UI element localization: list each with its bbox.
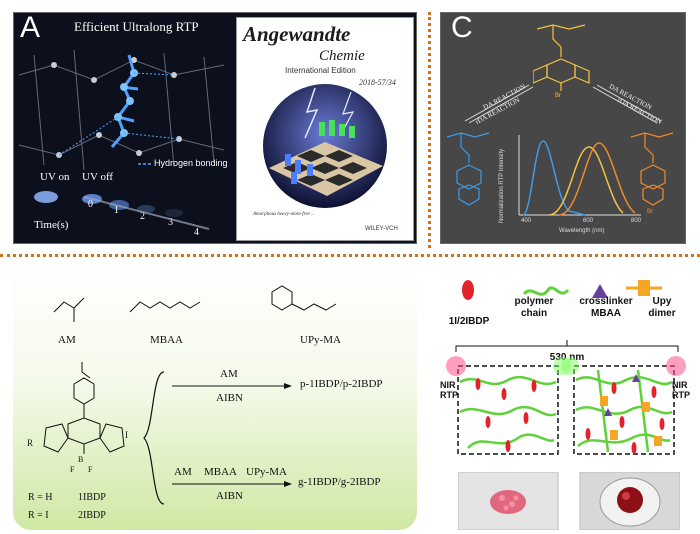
chain-legend-icon [522, 286, 570, 296]
svg-text:R: R [27, 438, 33, 448]
cover-chessboard-illustration [263, 84, 387, 208]
nir-rtp-right: NIR RTP [672, 380, 690, 400]
svg-text:B: B [78, 455, 83, 464]
reaction-arrows [464, 84, 662, 124]
journal-issue: 2018-57/34 [359, 78, 396, 87]
monomer-upy-ma: UPy-MA [300, 334, 341, 346]
horizontal-divider [0, 254, 700, 257]
product-bottom: g-1IBDP/g-2IBDP [298, 476, 381, 488]
initiator-top: AIBN [216, 392, 243, 404]
svg-text:I: I [125, 430, 128, 440]
monomer-mbaa: MBAA [150, 334, 184, 346]
sample-photos [458, 472, 680, 530]
wavelength-label: 530 nm [549, 352, 585, 363]
publisher-label: WILEY-VCH [365, 226, 398, 232]
time-tick-1: 1 [114, 205, 119, 216]
legend-dimer: Upy dimer [648, 296, 676, 319]
crosslinker-legend-icon [592, 284, 608, 298]
journal-title: Angewandte [243, 22, 351, 46]
bodipy-structure: R I B F F [27, 362, 128, 474]
orange-adduct-structure: Br [630, 132, 674, 213]
legend-dye: 1I/2IBDP [448, 316, 490, 327]
x-tick-600: 600 [583, 218, 594, 224]
panel-c-letter: C [451, 12, 473, 44]
journal-edition: International Edition [285, 66, 356, 75]
legend-icons [462, 280, 662, 300]
blue-spectrum-curve [522, 140, 586, 216]
linear-polymer-box [457, 365, 559, 455]
blue-adduct-structure [446, 132, 490, 206]
reagent-bottom-upy-ma: UPy-MA [246, 466, 287, 478]
emission-spectra-plot [518, 135, 641, 216]
hydrogen-bond-label: Hydrogen bonding [154, 158, 228, 168]
x-tick-400: 400 [521, 218, 532, 224]
reaction-arrow-bottom [172, 481, 292, 487]
nir-glow-left [446, 356, 466, 376]
panel-a-title: Efficient Ultralong RTP [74, 19, 199, 34]
journal-subtitle: Chemie [319, 48, 365, 64]
yellow-spectrum-curve [548, 146, 624, 216]
panel-c: C Br DA REACTION rDA REACTION DA REACTIO… [440, 12, 686, 244]
nir-glow-right [666, 356, 686, 376]
reagent-bottom-mbaa: MBAA [204, 466, 238, 478]
r-name-2: 2IBDP [78, 510, 106, 521]
cover-caption: Amorphous heavy-atom-free ... [253, 212, 315, 217]
panel-b-scheme-box [13, 264, 417, 530]
polymer-network-illustration [446, 356, 686, 455]
x-tick-800: 800 [631, 218, 642, 224]
dye-legend-icon [462, 280, 474, 300]
journal-cover: Angewandte Chemie International Edition … [236, 17, 414, 241]
time-tick-4: 4 [194, 227, 199, 238]
r-name-1: 1IBDP [78, 492, 106, 503]
legend-chain: polymer chain [514, 296, 554, 319]
yellow-anthracene-polymer-structure: Br [533, 24, 590, 99]
orange-spectrum-curve [558, 142, 636, 216]
excitation-glow-right [561, 357, 579, 375]
product-top: p-1IBDP/p-2IBDP [300, 378, 383, 390]
reaction-brace [143, 371, 165, 505]
reagent-top: AM [220, 368, 238, 380]
r-def-2: R = I [28, 510, 49, 521]
reagent-bottom-am: AM [174, 466, 192, 478]
crystal-structure-illustration [18, 49, 225, 171]
dimer-legend-icon [638, 280, 650, 296]
uv-off-label: UV off [82, 171, 114, 183]
time-axis-label: Time(s) [34, 219, 69, 231]
initiator-bottom: AIBN [216, 490, 243, 502]
svg-text:F: F [70, 465, 75, 474]
r-def-1: R = H [28, 492, 53, 503]
svg-text:Br: Br [555, 93, 561, 99]
svg-text:F: F [88, 465, 93, 474]
time-arrow [84, 196, 210, 230]
reaction-arrow-top [172, 383, 292, 389]
monomer-am: AM [58, 334, 76, 346]
uv-on-label: UV on [40, 171, 70, 183]
time-tick-0: 0 [88, 199, 93, 210]
time-tick-3: 3 [168, 217, 173, 228]
panel-a-letter: A [20, 12, 41, 44]
svg-text:Br: Br [647, 209, 653, 213]
panel-a: A Efficient Ultralong RTP Hydrogen bondi… [13, 12, 417, 244]
legend-crosslinker: crosslinker MBAA [579, 296, 633, 319]
vertical-divider [428, 12, 431, 248]
time-tick-2: 2 [140, 211, 145, 222]
network-polymer-box [573, 365, 675, 455]
x-axis-label: Wavelength (nm) [559, 228, 605, 234]
hydrogen-bond-legend-icon [138, 163, 152, 165]
nir-rtp-left: NIR RTP [440, 380, 458, 400]
monomer-structures [53, 285, 337, 322]
legend-bracket [455, 340, 679, 352]
y-axis-label: Normalization RTP Intensity [499, 148, 505, 223]
